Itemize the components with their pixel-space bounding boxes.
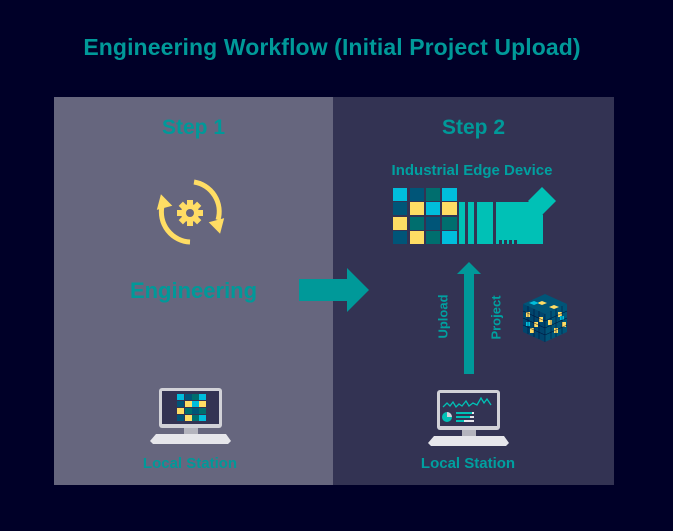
arrow-right-icon — [299, 268, 369, 312]
cube-icon — [522, 294, 568, 342]
upload-label: Upload — [435, 294, 451, 339]
step-1-station-label: Local Station — [142, 455, 238, 472]
step-2-heading: Step 2 — [441, 116, 506, 139]
industrial-edge-device-icon — [393, 187, 556, 244]
upload-arrow-icon — [457, 262, 481, 374]
computer-grid-icon — [150, 388, 231, 444]
computer-chart-icon — [428, 390, 509, 446]
engineering-label: Engineering — [129, 278, 258, 303]
step-2-station-label: Local Station — [420, 455, 516, 472]
diagram-title: Engineering Workflow (Initial Project Up… — [83, 34, 581, 60]
step-1-heading: Step 1 — [161, 116, 226, 139]
edge-device-label: Industrial Edge Device — [391, 162, 553, 179]
project-label: Project — [488, 295, 504, 340]
sync-gear-icon — [156, 179, 225, 245]
